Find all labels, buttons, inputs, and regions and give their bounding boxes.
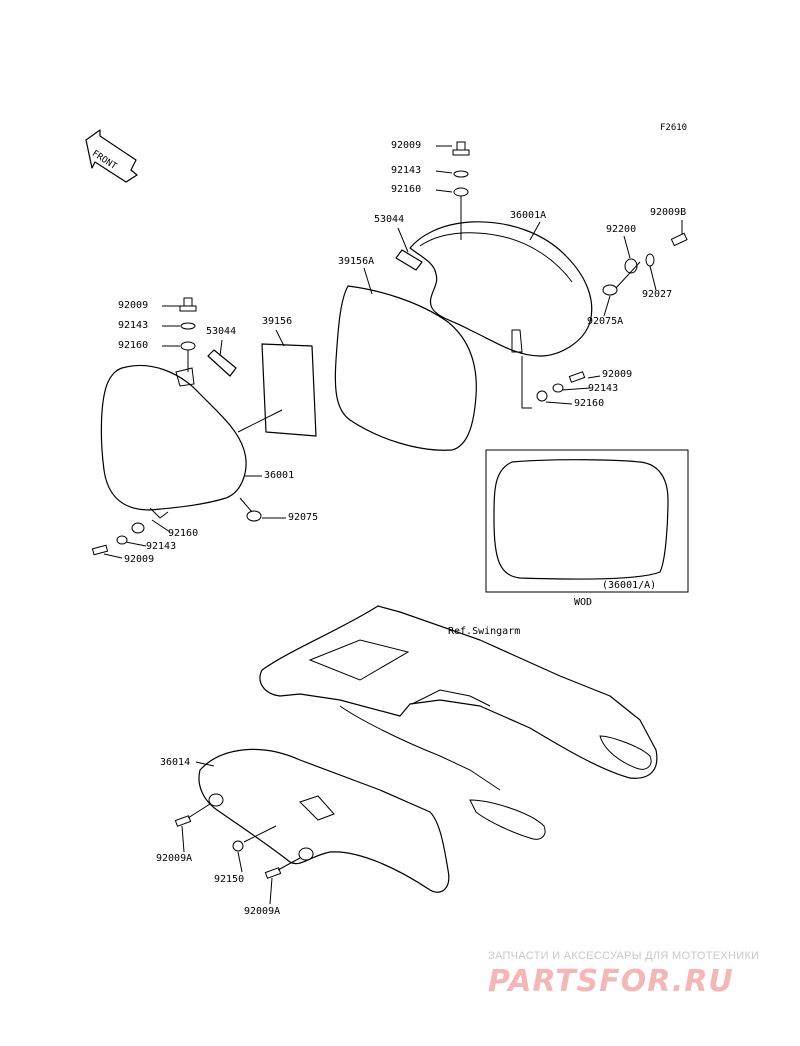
callout-g-92009a: 92009A: [156, 853, 193, 864]
callout-r-92200: 92200: [606, 224, 637, 235]
figure-code: F2610: [660, 123, 688, 133]
chain-guard-36014: [198, 748, 546, 893]
callout-l-92075: 92075: [288, 512, 319, 523]
watermark-tagline: ЗАПЧАСТИ И АКСЕССУАРЫ ДЛЯ МОТОТЕХНИКИ: [488, 950, 760, 962]
callout-g-36014: 36014: [160, 757, 191, 768]
callout-l-92009: 92009: [118, 300, 149, 311]
callout-r-92009c: 92009: [602, 369, 633, 380]
callout-l-92009b: 92009: [124, 554, 155, 565]
swingarm-ref-label: Ref.Swingarm: [448, 626, 521, 637]
inset-variant-label: (36001/A): [602, 580, 657, 591]
hardware-right-rear: [602, 232, 688, 296]
callout-g-92009a-2: 92009A: [244, 906, 281, 917]
callout-r-92143: 92143: [391, 165, 422, 176]
callout-r-53044: 53044: [374, 214, 405, 225]
filter-element-left: [261, 343, 317, 437]
callout-l-36001: 36001: [264, 470, 295, 481]
callout-r-36001a: 36001A: [510, 210, 547, 221]
hardware-left-top: [179, 297, 197, 372]
leader-lines: [103, 145, 683, 905]
callout-r-92009: 92009: [391, 140, 422, 151]
damper-53044-left: [207, 349, 237, 377]
hardware-left-lower: [91, 497, 262, 556]
callout-l-92143b: 92143: [146, 541, 177, 552]
side-cover-right: [409, 221, 593, 357]
callout-l-39156: 39156: [262, 316, 293, 327]
callout-r-92009b: 92009B: [650, 207, 687, 218]
callout-r-92160: 92160: [391, 184, 422, 195]
callout-g-92150: 92150: [214, 874, 245, 885]
front-arrow-icon: [85, 129, 138, 183]
leader-left: [237, 409, 283, 433]
callout-r-39156a: 39156A: [338, 256, 375, 267]
inset-region-label: WOD: [574, 597, 593, 608]
callout-l-92160b: 92160: [168, 528, 199, 539]
filter-element-right: [334, 285, 477, 451]
callout-r-92075a: 92075A: [587, 316, 624, 327]
callout-l-53044: 53044: [206, 326, 237, 337]
side-cover-left: [100, 364, 247, 519]
callout-l-92160: 92160: [118, 340, 149, 351]
swingarm: [259, 605, 658, 791]
hardware-right-lower: [521, 356, 586, 409]
hardware-right-top: [452, 141, 470, 240]
callout-r-92027: 92027: [642, 289, 673, 300]
variant-inset: [485, 449, 689, 593]
callout-r-92143c: 92143: [588, 383, 619, 394]
watermark-logo: PARTSFOR.RU: [488, 964, 734, 999]
callout-l-92143: 92143: [118, 320, 149, 331]
damper-53044-right: [395, 249, 423, 271]
callout-r-92160c: 92160: [574, 398, 605, 409]
hardware-guard: [174, 803, 301, 879]
